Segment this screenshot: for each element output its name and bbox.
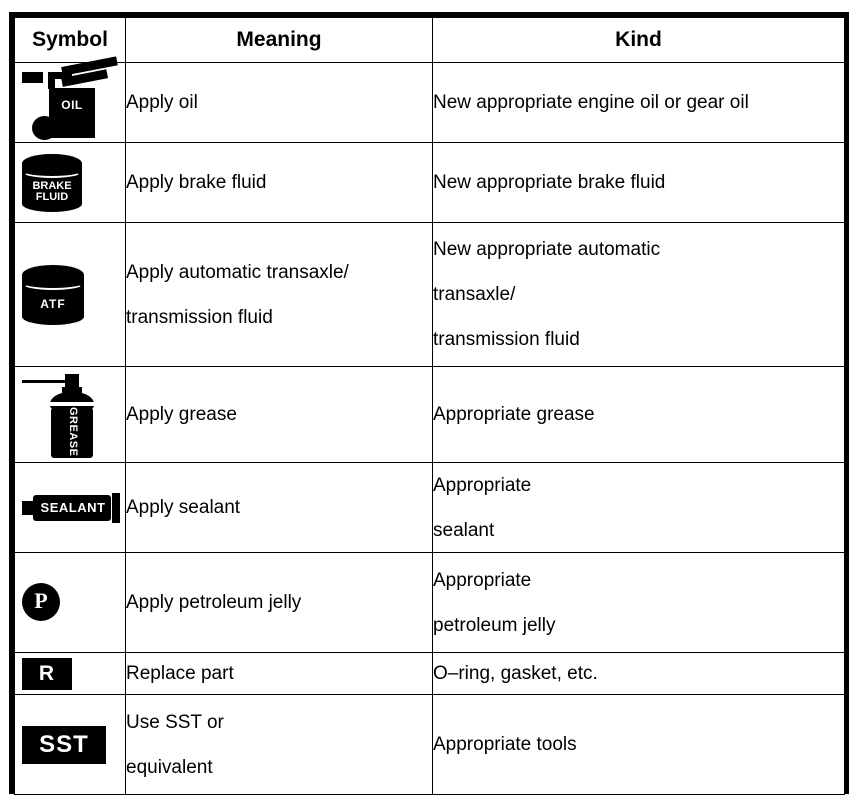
header-row: Symbol Meaning Kind xyxy=(14,17,845,63)
table: Symbol Meaning Kind xyxy=(14,17,845,795)
table-body: OIL Apply oil New appropriate engine oil… xyxy=(14,55,845,795)
kind-cell: New appropriate brake fluid xyxy=(432,142,845,223)
meaning-cell: Apply sealant xyxy=(125,462,433,553)
symbol-cell: GREASE xyxy=(14,366,126,463)
can-rim xyxy=(22,165,82,178)
meaning-cell: Use SST or equivalent xyxy=(125,694,433,795)
kind-cell: Appropriate petroleum jelly xyxy=(432,552,845,653)
sealant-crimp xyxy=(112,492,120,523)
can-label: ATF xyxy=(40,297,66,312)
grease-nozzle xyxy=(65,373,79,388)
column-header-meaning: Meaning xyxy=(125,17,433,63)
kind-line: New appropriate brake fluid xyxy=(433,172,666,193)
oil-drop xyxy=(32,115,57,140)
kind-cell: Appropriate tools xyxy=(432,694,845,795)
grease-label: GREASE xyxy=(67,406,79,456)
meaning-line: Replace part xyxy=(126,663,234,684)
kind-cell: New appropriate automatic transaxle/ tra… xyxy=(432,222,845,367)
oil-can-label: OIL xyxy=(61,97,83,112)
kind-cell: O–ring, gasket, etc. xyxy=(432,652,845,695)
kind-line: O–ring, gasket, etc. xyxy=(433,663,598,684)
petroleum-jelly-icon: P xyxy=(22,582,62,623)
can-base xyxy=(22,307,84,325)
kind-cell: New appropriate engine oil or gear oil xyxy=(432,62,845,143)
table-row: ATF Apply automatic transaxle/ transmiss… xyxy=(14,222,845,367)
oil-can-icon: OIL xyxy=(22,55,118,140)
can-rim xyxy=(22,277,84,290)
kind-line: Appropriate grease xyxy=(433,404,595,425)
meaning-cell: Apply automatic transaxle/ transmission … xyxy=(125,222,433,367)
oil-can-handle xyxy=(22,71,43,83)
sealant-cap xyxy=(22,500,34,515)
meaning-line: Apply oil xyxy=(126,92,198,113)
table-row: GREASE Apply grease Appropriate grease xyxy=(14,366,845,463)
meaning-line: Apply petroleum jelly xyxy=(126,592,302,613)
meaning-line: Apply brake fluid xyxy=(126,172,267,193)
column-header-kind: Kind xyxy=(432,17,845,63)
can-label-line1: BRAKE xyxy=(32,180,72,193)
sealant-tube-icon: SEALANT xyxy=(22,492,122,523)
can-base xyxy=(22,195,82,212)
grease-gun-icon: GREASE xyxy=(22,372,114,458)
kind-line: New appropriate engine oil or gear oil xyxy=(433,92,749,113)
meaning-cell: Apply brake fluid xyxy=(125,142,433,223)
kind-line: Appropriate xyxy=(433,569,532,591)
kind-line: petroleum jelly xyxy=(433,614,556,636)
symbol-cell: R xyxy=(14,652,126,695)
meaning-cell: Apply oil xyxy=(125,62,433,143)
meaning-line: Apply sealant xyxy=(126,497,241,518)
table-row: SST Use SST or equivalent Appropriate to… xyxy=(14,694,845,795)
meaning-line: Use SST or xyxy=(126,711,224,733)
oil-can-neck xyxy=(48,71,72,79)
atf-can-icon: ATF xyxy=(22,264,84,325)
oil-can-neck-stem xyxy=(48,71,55,89)
meaning-cell: Apply grease xyxy=(125,366,433,463)
meaning-line: equivalent xyxy=(126,756,213,778)
meaning-line: Apply grease xyxy=(126,404,237,425)
table-row: SEALANT Apply sealant Appropriate sealan… xyxy=(14,462,845,553)
meaning-line: Apply automatic transaxle/ xyxy=(126,261,349,283)
sealant-label: SEALANT xyxy=(40,499,106,515)
kind-line: transaxle/ xyxy=(433,284,516,305)
table-row: OIL Apply oil New appropriate engine oil… xyxy=(14,55,845,143)
replace-part-icon: R xyxy=(22,657,72,690)
petroleum-jelly-circle xyxy=(22,582,60,621)
sst-tool-icon: SST xyxy=(22,725,106,764)
grease-collar xyxy=(62,386,82,394)
kind-cell: Appropriate grease xyxy=(432,366,845,463)
symbol-reference-table: Symbol Meaning Kind xyxy=(9,12,849,795)
kind-line: Appropriate tools xyxy=(433,734,577,755)
kind-line: New appropriate automatic xyxy=(433,239,661,260)
table-header: Symbol Meaning Kind xyxy=(14,17,845,63)
column-header-symbol: Symbol xyxy=(14,17,126,63)
kind-line: Appropriate xyxy=(433,474,532,496)
kind-cell: Appropriate sealant xyxy=(432,462,845,553)
symbol-cell: OIL xyxy=(14,55,126,143)
can-label-line2: FLUID xyxy=(35,191,69,204)
grease-stripe xyxy=(50,401,94,406)
meaning-cell: Replace part xyxy=(125,652,433,695)
grease-body xyxy=(51,404,93,458)
symbol-cell: ATF xyxy=(14,222,126,367)
symbol-cell: P xyxy=(14,552,126,653)
table-row: P Apply petroleum jelly Appropriate petr… xyxy=(14,552,845,653)
kind-line: sealant xyxy=(433,519,495,541)
meaning-line: transmission fluid xyxy=(126,306,273,328)
grease-tip-line xyxy=(22,379,74,383)
table-row: R Replace part O–ring, gasket, etc. xyxy=(14,652,845,695)
petroleum-jelly-label: P xyxy=(34,587,48,613)
meaning-cell: Apply petroleum jelly xyxy=(125,552,433,653)
kind-line: transmission fluid xyxy=(433,329,580,350)
sealant-body xyxy=(33,494,111,521)
symbol-cell: SEALANT xyxy=(14,462,126,553)
symbol-cell: SST xyxy=(14,694,126,795)
